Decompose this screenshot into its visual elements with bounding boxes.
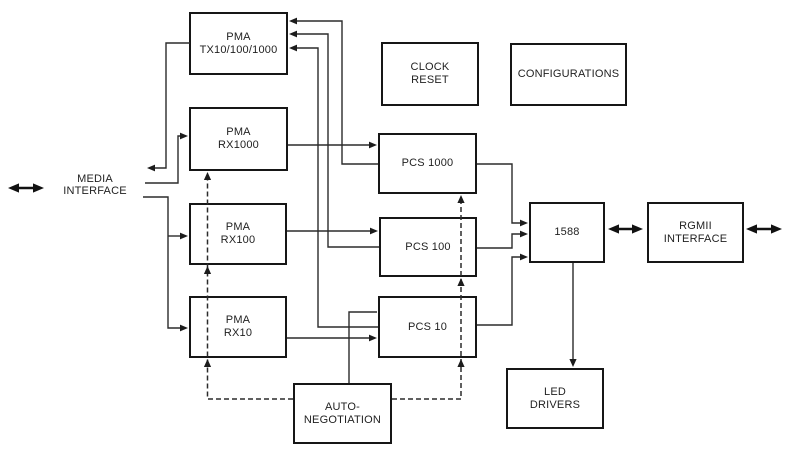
1588-rgmii-bidirectional-arrow <box>608 224 643 234</box>
block-label: PCS 100 <box>405 240 451 253</box>
block-label: AUTO- <box>324 400 361 413</box>
label-line: INTERFACE <box>63 185 127 197</box>
connector-pcs1000-to-pma-tx <box>289 17 378 165</box>
block-label: DRIVERS <box>529 398 581 411</box>
arrowhead-up <box>203 172 212 180</box>
connector-pma-tx-to-media <box>147 42 190 172</box>
connector-line <box>348 311 377 383</box>
connector-line <box>145 135 183 184</box>
block-label: PCS 1000 <box>401 157 454 169</box>
arrowhead-left <box>746 224 757 234</box>
arrowhead-right <box>520 253 528 261</box>
connector-media-to-pma-rx1000 <box>145 132 188 184</box>
block-auto-negotiation: AUTO- NEGOTIATION <box>293 383 392 444</box>
block-pma-rx100: PMA RX100 <box>189 203 287 265</box>
arrowhead-right <box>33 183 44 193</box>
block-label: CLOCK <box>410 61 450 73</box>
connector-pcs10-to-1588 <box>477 253 528 326</box>
block-label: RX100 <box>220 234 256 246</box>
block-label: PMA <box>226 30 251 43</box>
label-line: MEDIA <box>77 173 113 185</box>
arrowhead-up <box>457 278 465 286</box>
block-label: PMA <box>225 221 251 233</box>
arrowhead-right <box>632 224 643 234</box>
block-configurations: CONFIGURATIONS <box>510 43 627 106</box>
connector-pma-rx1000-to-pcs1000 <box>288 141 377 149</box>
block-pma-tx10-100-1000: PMA TX10/100/1000 <box>189 12 288 75</box>
connector-line <box>296 47 378 328</box>
connector-1588-to-led-drivers <box>569 263 577 367</box>
connector-line <box>143 196 182 329</box>
block-label: LED <box>544 385 566 398</box>
block-label: INTERFACE <box>663 232 728 245</box>
block-rgmii-interface: RGMII INTERFACE <box>647 202 744 263</box>
arrowhead-up <box>457 359 465 367</box>
connector-pcs1000-to-1588 <box>477 163 528 227</box>
block-label: RX1000 <box>218 139 259 151</box>
connector-pcs100-to-1588 <box>477 230 528 249</box>
connector-line <box>477 233 523 249</box>
connector-line <box>477 163 523 224</box>
arrowhead-up <box>457 195 465 203</box>
block-pma-rx1000: PMA RX1000 <box>189 107 288 171</box>
block-label: RESET <box>411 74 449 86</box>
arrowhead-right <box>369 141 377 149</box>
arrowhead-left <box>289 44 297 52</box>
block-label: TX10/100/1000 <box>199 43 278 56</box>
arrowhead-right <box>370 227 378 235</box>
arrowhead-left <box>8 183 19 193</box>
arrowhead-left <box>289 17 297 25</box>
arrowhead-right <box>369 334 377 342</box>
block-label: PMA <box>225 314 251 326</box>
block-label: NEGOTIATION <box>303 413 382 426</box>
connector-pma-rx100-to-pcs100 <box>287 227 378 235</box>
connector-media-to-pma-rx100-rx10 <box>143 196 188 332</box>
block-pcs-10: PCS 10 <box>378 296 477 358</box>
block-pcs-1000: PCS 1000 <box>378 133 477 194</box>
block-clock-reset: CLOCK RESET <box>381 42 479 106</box>
block-led-drivers: LED DRIVERS <box>506 368 604 429</box>
arrowhead-right <box>180 232 188 240</box>
arrowhead-right <box>771 224 782 234</box>
block-label: RX10 <box>223 327 253 339</box>
arrowhead-left <box>147 164 155 172</box>
arrowhead-right <box>180 324 188 332</box>
arrowhead-down <box>569 359 577 367</box>
connector-pcs10-to-pma-tx <box>289 44 378 328</box>
arrowhead-right <box>520 219 528 227</box>
connector-line <box>296 33 379 248</box>
connector-pcs100-to-pma-tx <box>289 30 379 248</box>
rgmii-external-bidirectional-arrow <box>746 224 782 234</box>
block-label: CONFIGURATIONS <box>517 68 620 80</box>
connector-line <box>296 20 378 165</box>
block-label: RGMII <box>679 219 712 232</box>
media-interface-label: MEDIA INTERFACE <box>45 172 145 198</box>
connector-pma-rx10-to-pcs10 <box>287 334 377 342</box>
media-bidirectional-arrow <box>8 183 44 193</box>
block-pcs-100: PCS 100 <box>379 217 477 277</box>
connector-line <box>152 42 190 169</box>
arrowhead-right <box>520 230 528 238</box>
arrowhead-up <box>203 266 212 274</box>
arrowhead-left <box>289 30 297 38</box>
block-label: PCS 10 <box>407 320 448 333</box>
arrowhead-left <box>608 224 619 234</box>
block-label: 1588 <box>554 226 580 238</box>
arrowhead-right <box>180 132 188 140</box>
block-1588: 1588 <box>529 202 605 263</box>
connector-line <box>477 256 523 326</box>
arrowhead-up <box>203 359 212 367</box>
block-pma-rx10: PMA RX10 <box>189 296 287 358</box>
connector-autoneg-to-pcs10 <box>348 311 377 383</box>
block-label: PMA <box>226 126 251 138</box>
